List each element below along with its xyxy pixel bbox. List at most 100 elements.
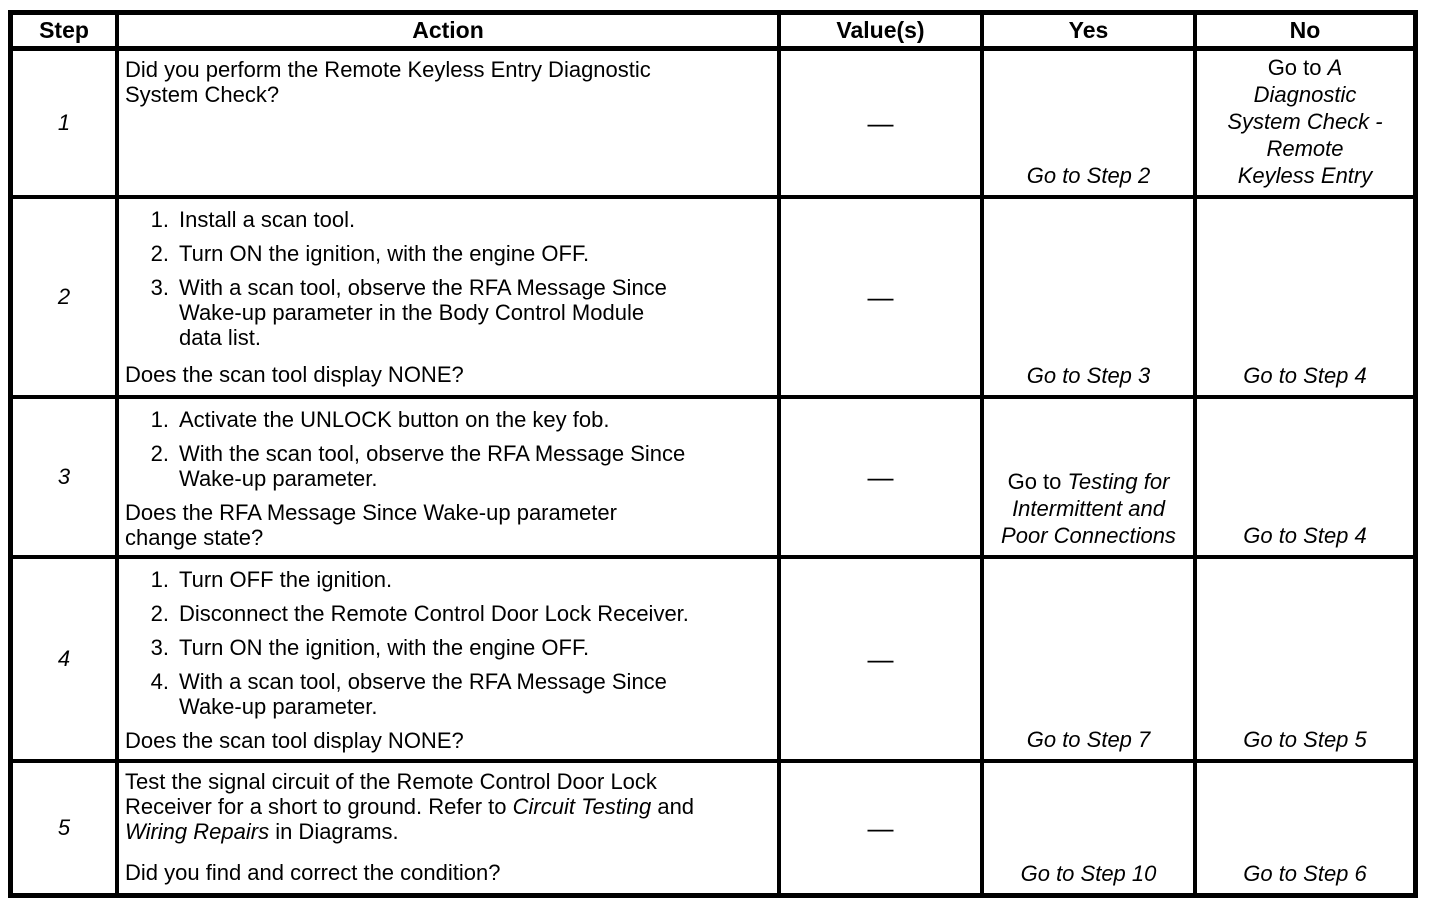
no-cell: Go to Step 4 (1197, 399, 1413, 559)
step-cell: 1 (13, 51, 119, 199)
plain-text: in Diagrams. (269, 819, 399, 844)
action-question: Does the scan tool display NONE? (125, 728, 769, 753)
item-number: 1. (150, 567, 169, 592)
italic-text: Poor Connections (1001, 523, 1176, 548)
step-number: 4 (57, 646, 71, 671)
yes-goto-line: Intermittent and (1012, 495, 1165, 522)
no-cell: Go to Step 6 (1197, 763, 1413, 893)
no-goto-line: Remote (1266, 135, 1343, 162)
italic-text: Remote (1266, 136, 1344, 161)
header-cell-action: Action (119, 15, 781, 51)
italic-text: Circuit Testing (512, 794, 652, 819)
no-cell: Go to Step 5 (1197, 559, 1413, 763)
question-line: Did you find and correct the condition? (125, 860, 501, 885)
yes-cell: Go to Step 2 (984, 51, 1197, 199)
item-text: Activate the UNLOCK button on the key fo… (179, 407, 769, 432)
italic-text: Intermittent and (1012, 496, 1165, 521)
action-list: 1.Activate the UNLOCK button on the key … (125, 405, 769, 500)
value-cell: — (781, 559, 984, 763)
action-question: Does the scan tool display NONE? (125, 362, 769, 387)
item-text: Turn OFF the ignition. (179, 567, 769, 592)
list-item: 1.Install a scan tool. (125, 207, 769, 232)
list-item: 2. Turn ON the ignition, with the engine … (125, 241, 769, 266)
italic-text: Go to Step 7 (1026, 727, 1151, 752)
italic-text: Go to Step 4 (1243, 363, 1367, 388)
action-intro-line: Test the signal circuit of the Remote Co… (125, 769, 769, 794)
item-text: Turn ON the ignition, with the engine OF… (179, 241, 769, 266)
action-intro-line: Receiver for a short to ground. Refer to… (125, 794, 769, 819)
item-text-line: Disconnect the Remote Control Door Lock … (179, 601, 689, 626)
italic-text: Diagnostic (1253, 82, 1357, 107)
list-item: 3. With a scan tool, observe the RFA Mess… (125, 275, 769, 350)
question-line: Does the scan tool display NONE? (125, 728, 464, 753)
item-text: Install a scan tool. (179, 207, 769, 232)
question-line: Does the scan tool display NONE? (125, 362, 464, 387)
header-label-step: Step (39, 17, 89, 43)
step-number: 2 (57, 284, 71, 309)
no-goto-line: Go to Step 6 (1243, 860, 1367, 887)
plain-text: Test the signal circuit of the Remote Co… (125, 769, 657, 794)
italic-text: Go to Step 5 (1243, 727, 1367, 752)
item-text: Disconnect the Remote Control Door Lock … (179, 601, 769, 626)
italic-text: A (1327, 55, 1343, 80)
step-number: 1 (57, 110, 71, 135)
yes-goto-line: Go to Step 7 (1027, 726, 1151, 753)
plain-text: System Check? (125, 82, 280, 107)
value-dash: — (867, 461, 894, 492)
yes-goto-line: Go to Testing for (1008, 468, 1170, 495)
item-number: 2. (150, 601, 169, 626)
item-text: With the scan tool, observe the RFA Mess… (179, 441, 769, 491)
item-text-line: Turn ON the ignition, with the engine OF… (179, 241, 590, 266)
no-goto-line: System Check - (1227, 108, 1382, 135)
step-cell: 3 (13, 399, 119, 559)
no-goto-line: Go to A (1268, 54, 1343, 81)
italic-text: Keyless Entry (1237, 163, 1373, 188)
action-cell: Test the signal circuit of the Remote Co… (119, 763, 781, 893)
item-text-line: Turn ON the ignition, with the engine OF… (179, 635, 590, 660)
item-number: 2. (150, 441, 169, 466)
yes-goto-line: Go to Step 2 (1027, 162, 1151, 189)
value-dash: — (867, 643, 894, 674)
header-cell-values: Value(s) (781, 15, 984, 51)
plain-text: and (651, 794, 695, 819)
value-cell: — (781, 51, 984, 199)
value-dash: — (867, 812, 894, 843)
yes-cell: Go to Step 7 (984, 559, 1197, 763)
item-text-line: Wake-up parameter in the Body Control Mo… (179, 300, 645, 325)
item-number: 2. (150, 241, 169, 266)
diagnostic-table: Step Action Value(s) Yes No 1 Did you per… (8, 10, 1418, 898)
header-cell-yes: Yes (984, 15, 1197, 51)
action-intro-line: Wiring Repairs in Diagrams. (125, 819, 769, 844)
italic-text: Go to Step 3 (1026, 363, 1151, 388)
no-goto-line: Keyless Entry (1238, 162, 1373, 189)
step-number: 3 (57, 464, 71, 489)
action-cell: 1.Install a scan tool. 2. Turn ON the igni… (119, 199, 781, 399)
italic-text: Go to Step 4 (1243, 523, 1367, 548)
item-text-line: With the scan tool, observe the RFA Mess… (179, 441, 686, 466)
action-cell: Did you perform the Remote Keyless Entry… (119, 51, 781, 199)
plain-text: Receiver for a short to ground. Refer to (125, 794, 513, 819)
action-intro: Did you perform the Remote Keyless Entry… (125, 57, 769, 107)
value-cell: — (781, 763, 984, 893)
question-line: Does the RFA Message Since Wake-up param… (125, 500, 617, 525)
list-item: 1.Activate the UNLOCK button on the key … (125, 407, 769, 432)
action-intro: Test the signal circuit of the Remote Co… (125, 769, 769, 844)
value-cell: — (781, 199, 984, 399)
item-number: 3. (150, 275, 169, 300)
action-question: Does the RFA Message Since Wake-up param… (125, 500, 769, 550)
plain-text: Go to (1267, 55, 1328, 80)
item-text-line: Activate the UNLOCK button on the key fo… (179, 407, 610, 432)
header-label-values: Value(s) (836, 17, 925, 43)
item-text-line: Wake-up parameter. (179, 694, 378, 719)
item-text-line: Turn OFF the ignition. (179, 567, 393, 592)
step-cell: 4 (13, 559, 119, 763)
item-text-line: With a scan tool, observe the RFA Messag… (179, 275, 667, 300)
value-cell: — (781, 399, 984, 559)
italic-text: Testing for (1067, 469, 1170, 494)
header-cell-no: No (1197, 15, 1413, 51)
yes-cell: Go to Step 3 (984, 199, 1197, 399)
action-cell: 1.Activate the UNLOCK button on the key … (119, 399, 781, 559)
no-cell: Go to Step 4 (1197, 199, 1413, 399)
item-text-line: Install a scan tool. (179, 207, 356, 232)
